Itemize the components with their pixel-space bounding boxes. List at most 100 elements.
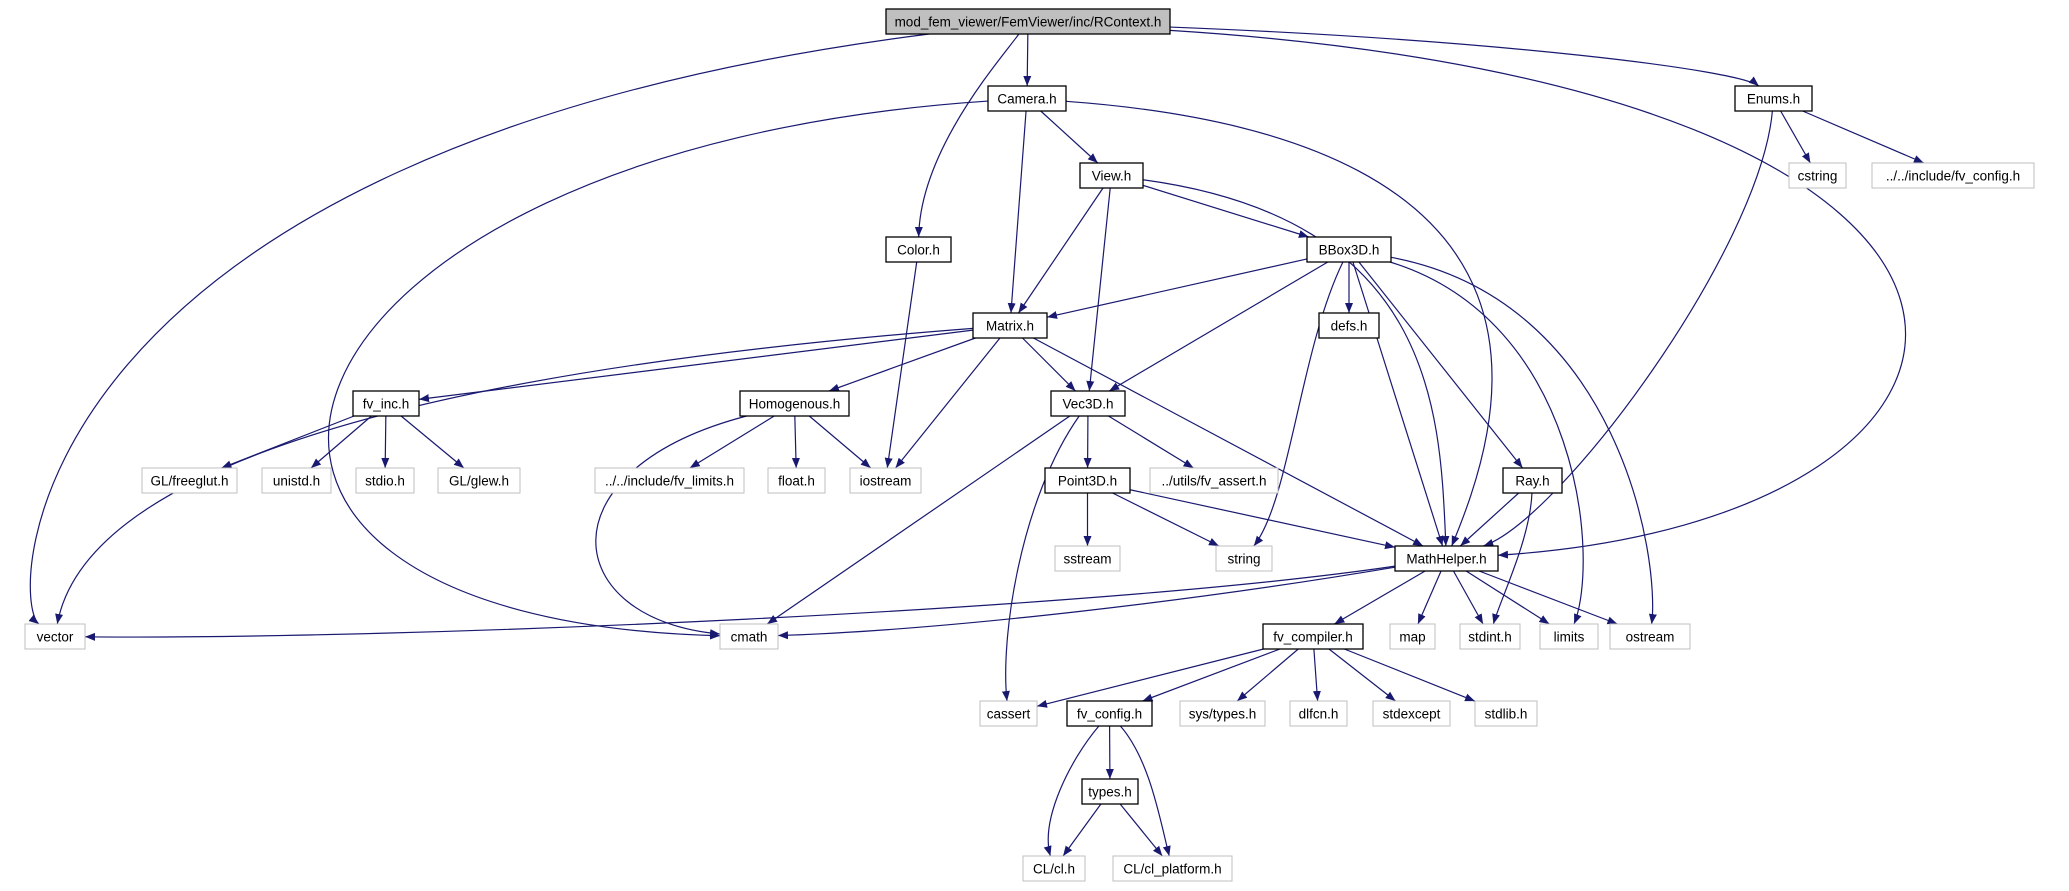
edge-mathhelper-to-stdint (1452, 570, 1484, 625)
node-box (1389, 623, 1436, 650)
edge-ray-to-mathhelper (1459, 492, 1520, 547)
node-box (1149, 467, 1279, 494)
node-label: float.h (778, 474, 815, 489)
edge-camera-to-view (1040, 110, 1099, 164)
node-mathhelper[interactable]: MathHelper.h (1394, 545, 1499, 572)
node-label: ../../include/fv_limits.h (605, 474, 734, 489)
node-box (1394, 545, 1499, 572)
node-fvinc[interactable]: fv_inc.h (352, 390, 420, 417)
edge-rcontext-to-camera (1023, 33, 1032, 87)
node-label: cassert (987, 707, 1031, 722)
edge-mathhelper-to-limits (1465, 570, 1550, 625)
node-label: View.h (1092, 169, 1132, 184)
node-label: fv_config.h (1077, 707, 1142, 722)
edge-homogenous-to-fvlimits (689, 415, 775, 469)
node-enums[interactable]: Enums.h (1734, 85, 1813, 112)
node-label: iostream (860, 474, 912, 489)
node-box (24, 623, 86, 650)
node-label: CL/cl_platform.h (1123, 862, 1221, 877)
edge-homogenous-to-iostream (808, 415, 872, 469)
node-label: limits (1554, 630, 1585, 645)
edge-vec3d-to-cassert (1001, 415, 1080, 702)
edge-mathhelper-to-vector (84, 565, 1396, 641)
node-homogenous[interactable]: Homogenous.h (739, 390, 850, 417)
node-color[interactable]: Color.h (885, 236, 952, 263)
node-box (437, 467, 521, 494)
node-box (1318, 312, 1380, 339)
node-label: cmath (731, 630, 768, 645)
edge-fvcompiler-to-stdexcept (1328, 648, 1396, 702)
node-cstring: cstring (1788, 162, 1847, 189)
node-fvlimits: ../../include/fv_limits.h (594, 467, 745, 494)
node-limits: limits (1539, 623, 1599, 650)
node-matrix[interactable]: Matrix.h (972, 312, 1048, 339)
edge-bbox3d-to-vec3d (1108, 261, 1329, 392)
node-box (1788, 162, 1847, 189)
node-box (1289, 700, 1348, 727)
node-box (739, 390, 850, 417)
node-label: Homogenous.h (749, 397, 841, 412)
node-view[interactable]: View.h (1079, 162, 1144, 189)
edge-matrix-to-iostream (895, 337, 1001, 469)
edge-types-to-clplatform (1119, 803, 1163, 857)
node-label: types.h (1088, 785, 1132, 800)
node-camera[interactable]: Camera.h (987, 85, 1067, 112)
edge-matrix-to-vec3d (1022, 337, 1076, 392)
node-rcontext[interactable]: mod_fem_viewer/FemViewer/inc/RContext.h (885, 8, 1171, 35)
node-label: GL/freeglut.h (150, 474, 228, 489)
node-dlfcn: dlfcn.h (1289, 700, 1348, 727)
node-box (767, 467, 826, 494)
node-ray[interactable]: Ray.h (1502, 467, 1563, 494)
node-defs[interactable]: defs.h (1318, 312, 1380, 339)
node-fvcompiler[interactable]: fv_compiler.h (1262, 623, 1364, 650)
node-box (1262, 623, 1364, 650)
node-stdint: stdint.h (1459, 623, 1521, 650)
node-clplatform: CL/cl_platform.h (1112, 855, 1233, 882)
edge-fvcompiler-to-cassert (1036, 648, 1264, 708)
edge-matrix-to-homogenous (828, 337, 976, 392)
edge-fvinc-to-stdio (381, 415, 390, 469)
node-box (1871, 162, 2035, 189)
edge-fvcompiler-to-fvconfig (1142, 648, 1281, 702)
node-bbox3d[interactable]: BBox3D.h (1306, 236, 1392, 263)
node-fvconfig[interactable]: fv_config.h (1066, 700, 1153, 727)
node-label: Ray.h (1515, 474, 1549, 489)
edge-point3d-to-mathhelper (1129, 489, 1396, 550)
node-label: vector (37, 630, 74, 645)
edge-rcontext-to-vector (28, 33, 930, 625)
node-vec3d[interactable]: Vec3D.h (1050, 390, 1126, 417)
node-box (1022, 855, 1086, 882)
node-box (972, 312, 1048, 339)
edge-fvcompiler-to-systypes (1236, 648, 1299, 702)
node-label: stdio.h (365, 474, 405, 489)
edge-mathhelper-to-fvcompiler (1334, 570, 1426, 625)
node-box (1474, 700, 1538, 727)
node-box (1609, 623, 1691, 650)
node-box (1044, 467, 1131, 494)
node-label: ../utils/fv_assert.h (1161, 474, 1266, 489)
node-types[interactable]: types.h (1081, 778, 1139, 805)
node-fvassert: ../utils/fv_assert.h (1149, 467, 1279, 494)
edge-rcontext-to-color (914, 33, 1020, 238)
node-label: Point3D.h (1058, 474, 1117, 489)
edge-camera-to-matrix (1007, 110, 1027, 314)
node-label: dlfcn.h (1299, 707, 1339, 722)
node-box (352, 390, 420, 417)
node-label: unistd.h (273, 474, 320, 489)
node-point3d[interactable]: Point3D.h (1044, 467, 1131, 494)
node-cmath: cmath (719, 623, 779, 650)
node-box (1502, 467, 1563, 494)
node-label: ../../include/fv_config.h (1886, 169, 2020, 184)
node-box (849, 467, 922, 494)
edge-view-to-mathhelper (1142, 179, 1450, 547)
edge-fvinc-to-unistd (310, 415, 372, 469)
edge-bbox3d-to-ostream (1390, 256, 1657, 625)
node-box (1306, 236, 1392, 263)
node-clcl: CL/cl.h (1022, 855, 1086, 882)
edge-mathhelper-to-cmath (777, 566, 1396, 640)
node-box (1179, 700, 1266, 727)
node-iostream: iostream (849, 467, 922, 494)
node-box (594, 467, 745, 494)
node-fvconfig_inc: ../../include/fv_config.h (1871, 162, 2035, 189)
node-box (261, 467, 332, 494)
